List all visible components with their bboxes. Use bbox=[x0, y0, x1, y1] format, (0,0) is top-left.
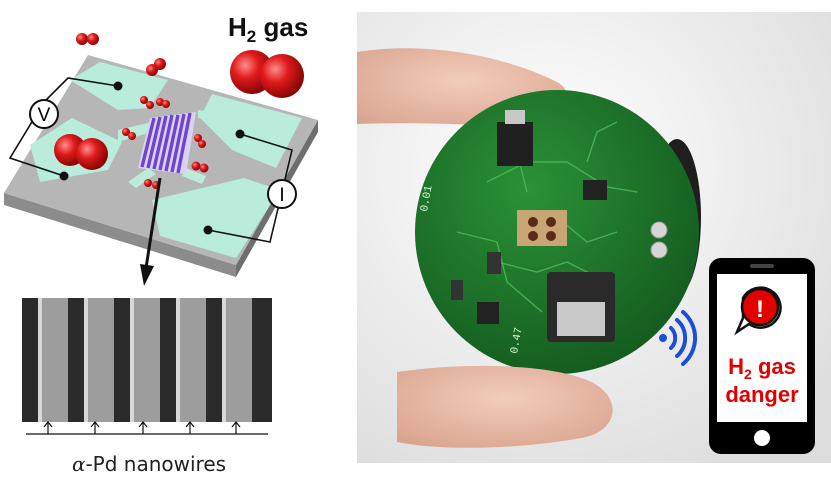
nanowire-pointer-arrows bbox=[26, 421, 268, 435]
alert-exclamation: ! bbox=[756, 296, 764, 323]
sem-image bbox=[22, 298, 272, 422]
ammeter-label: I bbox=[279, 185, 284, 206]
regulator-tab bbox=[505, 110, 525, 124]
pad-right bbox=[200, 94, 302, 168]
zoom-arrow-head bbox=[140, 264, 154, 286]
nanowire-stripes bbox=[22, 298, 272, 422]
lead-bottom-right bbox=[182, 168, 206, 184]
phone-alert-line1: H2 gas bbox=[728, 354, 796, 382]
ic-chip bbox=[477, 302, 499, 324]
substrate-side bbox=[4, 193, 236, 277]
lead-left bbox=[118, 122, 152, 142]
voltmeter-label: V bbox=[38, 105, 51, 126]
pcb-label-1: 0.01 bbox=[419, 184, 435, 212]
via-pad bbox=[650, 241, 668, 259]
sem-caption: α-Pd nanowires bbox=[71, 452, 227, 476]
sensor-chip bbox=[517, 210, 567, 246]
nanowire-array bbox=[140, 112, 192, 174]
phone-alert-line2: danger bbox=[725, 382, 799, 407]
zoom-arrow bbox=[144, 177, 162, 269]
module-shield bbox=[557, 302, 605, 336]
voltmeter-icon: V bbox=[29, 99, 59, 129]
lead-bottom bbox=[128, 168, 156, 188]
schematic-title: H2 gas bbox=[228, 12, 309, 47]
h2-molecule bbox=[76, 33, 209, 189]
smd-component bbox=[487, 252, 501, 274]
device-photo: 0.01 0.47 ! H2 gas danger bbox=[357, 12, 831, 463]
h2-molecule-left bbox=[54, 134, 108, 170]
lead-right bbox=[198, 110, 214, 120]
pcb-label-2: 0.47 bbox=[509, 327, 525, 355]
ic-chip bbox=[583, 180, 607, 200]
alert-bubble-icon: ! bbox=[734, 286, 782, 336]
smd-component bbox=[451, 280, 463, 300]
h2-molecule-large bbox=[230, 50, 304, 98]
ammeter-icon: I bbox=[267, 179, 297, 209]
sensor-chip-schematic: V I bbox=[4, 33, 318, 286]
finger-bottom bbox=[397, 365, 613, 448]
via-pad bbox=[650, 221, 668, 239]
wireless-signal-icon bbox=[659, 310, 698, 366]
voltage-regulator bbox=[497, 122, 533, 166]
